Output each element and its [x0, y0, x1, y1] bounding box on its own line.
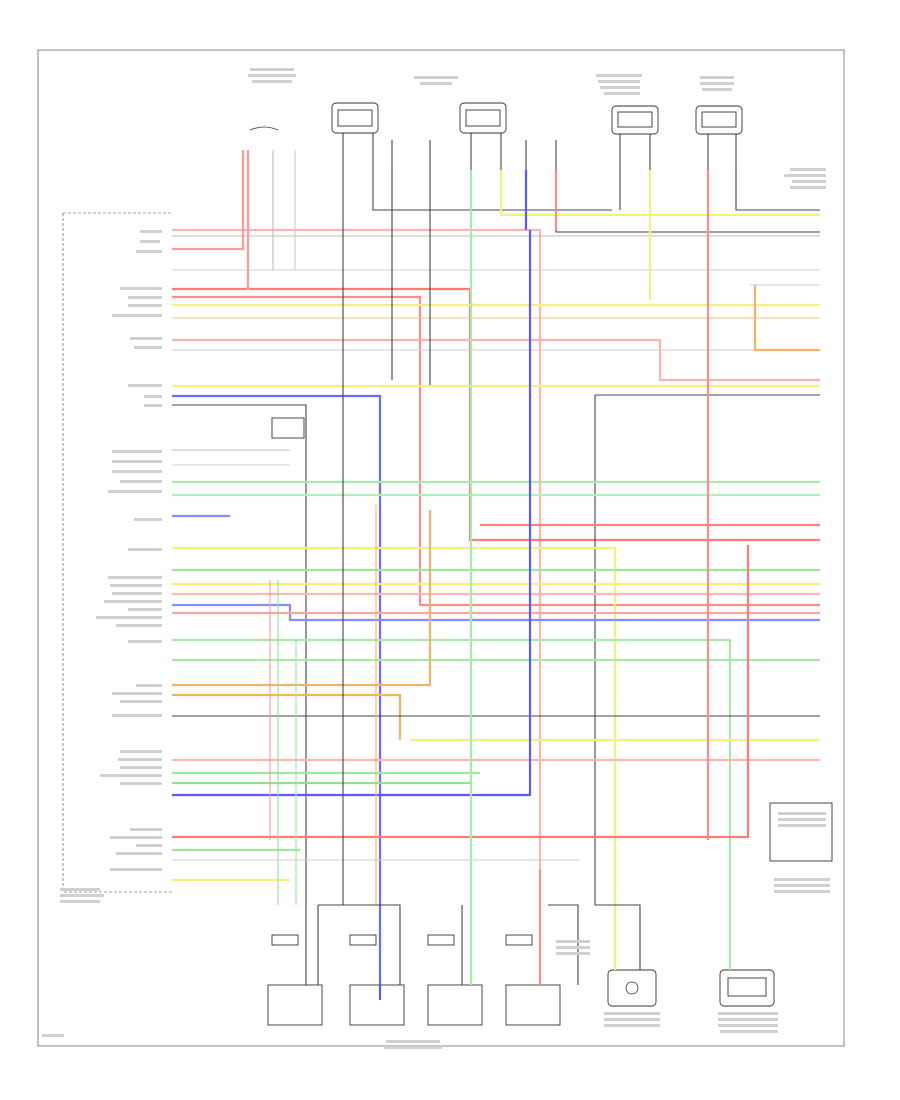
switch-box	[769, 802, 833, 862]
ignition-coils	[267, 934, 561, 1026]
label-marks	[42, 68, 830, 1049]
ecm-box	[62, 212, 172, 893]
sensor-top-1	[249, 126, 279, 131]
splice-box	[271, 417, 305, 439]
sensor-top-3	[459, 102, 507, 134]
sensor-bottom-2	[719, 969, 775, 1007]
sensor-top-4	[611, 105, 659, 135]
sensor-top-2	[331, 102, 379, 134]
sensor-bottom-1	[607, 969, 657, 1007]
sensor-top-5	[695, 105, 743, 135]
